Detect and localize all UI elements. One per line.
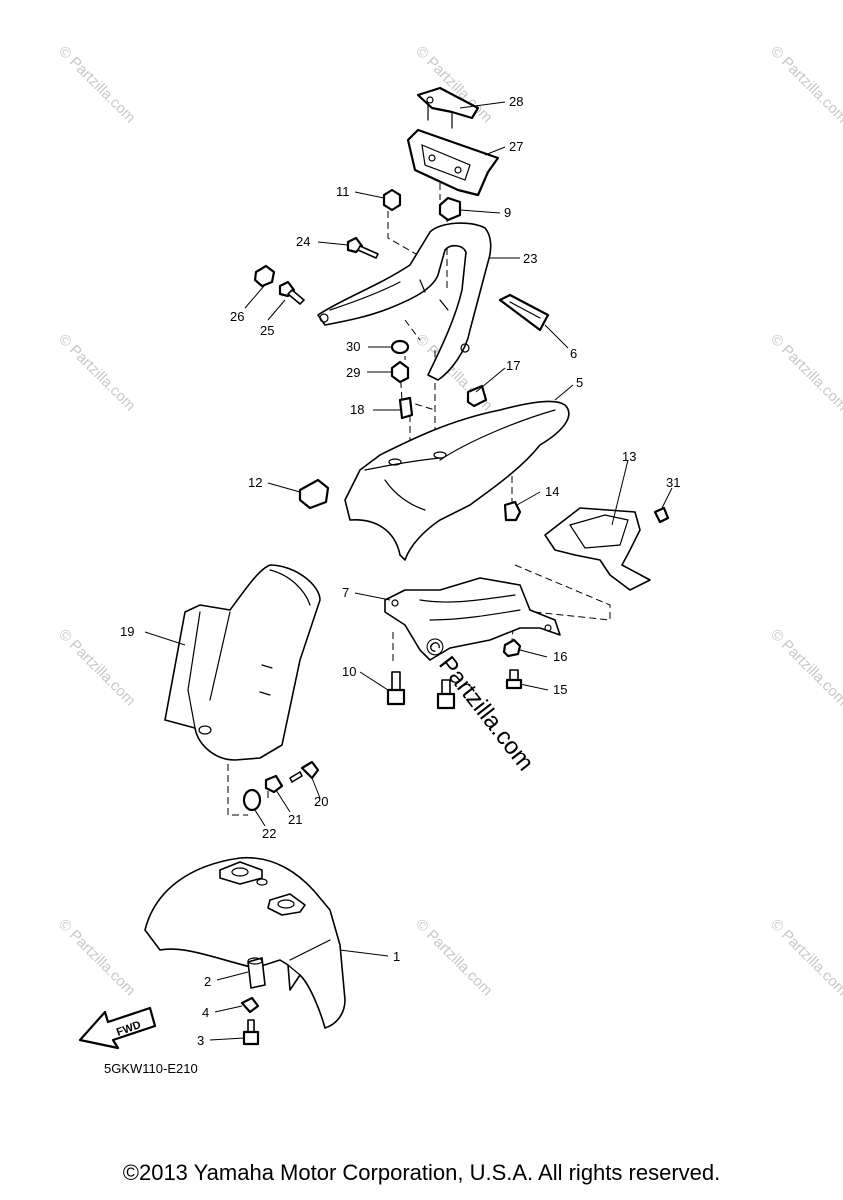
callout-15: 15 (553, 682, 567, 697)
copyright-notice: ©2013 Yamaha Motor Corporation, U.S.A. A… (122, 1160, 721, 1185)
part-13-tail-housing (544, 507, 651, 591)
callout-29: 29 (346, 365, 360, 380)
callout-3: 3 (197, 1033, 204, 1048)
part-25-bolt (278, 280, 305, 305)
callout-2: 2 (204, 974, 211, 989)
part-29-nut (390, 360, 410, 384)
part-18-clip (398, 396, 414, 420)
callout-17: 17 (506, 358, 520, 373)
part-12-connector (298, 478, 330, 510)
callout-9: 9 (504, 205, 511, 220)
part-20-bolt (289, 760, 320, 783)
callout-10: 10 (342, 664, 356, 679)
part-15-bolt (505, 669, 523, 690)
watermark-tile: © Partzilla.com (412, 916, 495, 999)
fwd-arrow-icon: FWD (78, 1006, 157, 1050)
callout-31: 31 (666, 475, 680, 490)
callout-1: 1 (393, 949, 400, 964)
part-3-bolt (242, 1019, 260, 1046)
watermark-tile: © Partzilla.com (767, 916, 843, 999)
watermark-tile: © Partzilla.com (767, 331, 843, 414)
part-9-nut (438, 196, 462, 222)
callout-30: 30 (346, 339, 360, 354)
callout-4: 4 (202, 1005, 209, 1020)
part-22-washer (242, 788, 262, 812)
diagram-code: 5GKW110-E210 (104, 1061, 198, 1076)
callout-22: 22 (262, 826, 276, 841)
part-21-washer (264, 774, 284, 794)
part-17-clip (466, 384, 488, 408)
callout-5: 5 (576, 375, 583, 390)
part-14-damper (503, 500, 522, 522)
watermark-tile: © Partzilla.com (767, 43, 843, 126)
part-23-grab-handle (317, 222, 492, 381)
part-28-clamp (416, 86, 480, 129)
callout-labels: 28 27 11 9 24 23 26 25 6 30 29 17 18 5 1… (120, 94, 680, 1048)
part-4-washer (240, 996, 260, 1014)
callout-23: 23 (523, 251, 537, 266)
callout-25: 25 (260, 323, 274, 338)
callout-21: 21 (288, 812, 302, 827)
callout-13: 13 (622, 449, 636, 464)
watermark-tile: © Partzilla.com (55, 331, 138, 414)
part-24-bolt (346, 236, 379, 259)
part-10-bolt (386, 671, 406, 706)
part-1-front-fender (144, 856, 346, 1029)
callout-19: 19 (120, 624, 134, 639)
callout-28: 28 (509, 94, 523, 109)
part-2-collar (247, 957, 266, 989)
callout-14: 14 (545, 484, 559, 499)
callout-18: 18 (350, 402, 364, 417)
callout-12: 12 (248, 475, 262, 490)
callout-20: 20 (314, 794, 328, 809)
watermark-tile: © Partzilla.com (412, 43, 495, 126)
leader-lines (144, 101, 673, 1041)
part-11-nut (382, 188, 402, 212)
part-6-emblem (498, 293, 550, 332)
watermark-tile: © Partzilla.com (767, 626, 843, 709)
part-27-bracket (406, 128, 500, 197)
callout-6: 6 (570, 346, 577, 361)
part-5-rear-fender (344, 400, 570, 561)
part-bolt-center (436, 679, 456, 710)
part-26-cap (253, 264, 276, 288)
part-31-grommet (653, 506, 670, 524)
center-watermark: © Partzilla.com (418, 632, 539, 776)
callout-24: 24 (296, 234, 310, 249)
callout-26: 26 (230, 309, 244, 324)
part-19-mudguard (164, 564, 321, 761)
watermark-tile: © Partzilla.com (55, 916, 138, 999)
callout-7: 7 (342, 585, 349, 600)
watermark-tile: © Partzilla.com (55, 43, 138, 126)
part-30-washer (390, 339, 410, 355)
callout-11: 11 (336, 184, 350, 199)
part-16-nut (502, 638, 522, 658)
callout-27: 27 (509, 139, 523, 154)
callout-16: 16 (553, 649, 567, 664)
part-7-inner-fender (384, 577, 561, 661)
